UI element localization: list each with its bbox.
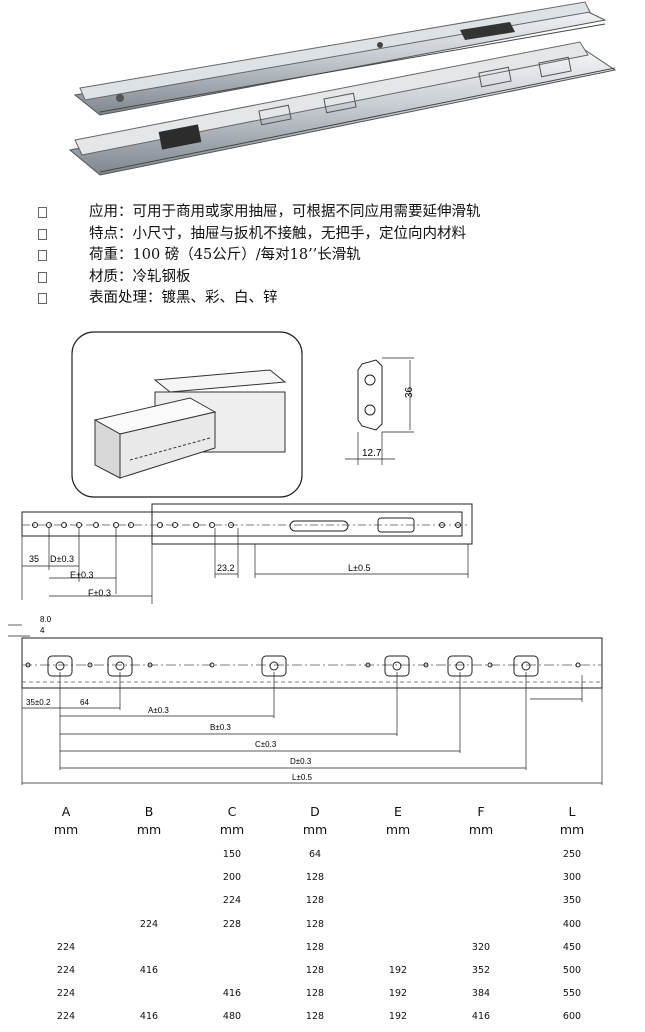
- table-cell: 192: [388, 988, 408, 1000]
- table-cell: 400: [562, 918, 582, 930]
- table-cell: 250: [562, 849, 582, 860]
- table-cell: 200: [222, 872, 242, 884]
- bullet-box-icon: [38, 250, 47, 261]
- table-cell: 128: [305, 918, 325, 930]
- table-cell: 224: [222, 895, 242, 907]
- table-cell: 128: [305, 872, 325, 884]
- spec-material: 材质：冷轧钢板: [38, 267, 628, 289]
- dim-f-label: F±0.3: [88, 588, 111, 598]
- table-cell: 224: [56, 988, 76, 1000]
- col-unit: mm: [136, 822, 162, 837]
- drawer-illustration: [71, 331, 303, 498]
- table-cell: 128: [305, 895, 325, 907]
- table-cell: 224: [56, 965, 76, 976]
- table-cell: 600: [562, 1011, 582, 1023]
- bracket-slots: [25, 655, 581, 677]
- dim-d2-label: D±0.3: [290, 757, 312, 766]
- table-cell: 384: [471, 988, 491, 1000]
- table-cell: 228: [222, 918, 242, 930]
- col-header: E: [394, 804, 402, 819]
- lower-slide-rail: [68, 41, 617, 176]
- col-header: L: [568, 804, 576, 819]
- table-cell: 500: [562, 965, 582, 976]
- col-unit: mm: [302, 822, 328, 837]
- table-cell: 150: [222, 849, 242, 860]
- dim-64-label: 64: [80, 698, 89, 707]
- col-unit: mm: [219, 822, 245, 837]
- dim-a-label: A±0.3: [148, 706, 169, 715]
- col-header: F: [477, 804, 485, 819]
- upper-slide-rail: [73, 1, 607, 116]
- dim-23-label: 23.2: [217, 563, 235, 573]
- col-unit: mm: [559, 822, 585, 837]
- dim-c-label: C±0.3: [255, 740, 277, 749]
- bullet-box-icon: [38, 293, 47, 304]
- spec-features: 特点：小尺寸，抽屉与扳机不接触，无把手，定位向内材料: [38, 224, 628, 246]
- table-cell: 550: [562, 988, 582, 1000]
- table-cell: 128: [305, 965, 325, 976]
- col-unit: mm: [385, 822, 411, 837]
- table-cell: 192: [388, 965, 408, 976]
- slide-bottom-view: 8.0 4 35±0.2 64 A±0.3 B±0.3 C±0.3 D±0.3 …: [8, 615, 603, 785]
- table-cell: 416: [471, 1011, 491, 1023]
- hole-row: [32, 522, 461, 528]
- col-unit: mm: [53, 822, 79, 837]
- table-cell: 450: [562, 941, 582, 953]
- bullet-box-icon: [38, 207, 47, 218]
- col-header: C: [227, 804, 237, 819]
- dim-35-label: 35: [29, 554, 39, 564]
- table-cell: 480: [222, 1011, 242, 1023]
- dim-l2-label: L±0.5: [292, 773, 313, 782]
- spec-finish: 表面处理：镀黑、彩、白、锌: [38, 288, 628, 310]
- table-cell: 416: [139, 1011, 159, 1023]
- table-cell: 192: [388, 1011, 408, 1023]
- table-cell: 128: [305, 988, 325, 1000]
- bullet-box-icon: [38, 271, 47, 283]
- table-cell: 320: [471, 941, 491, 953]
- table-cell: 300: [562, 872, 582, 884]
- col-header: B: [144, 804, 154, 819]
- dim-d-label: D±0.3: [50, 554, 74, 564]
- technical-drawings: 36 12.7 35 D±0.3 E±0.3 F±0.3 23.2 L±0.5: [8, 331, 603, 785]
- col-header: A: [61, 804, 71, 819]
- profile-section: 36 12.7: [345, 357, 415, 465]
- table-cell: 224: [56, 1011, 76, 1023]
- dim-b-label: B±0.3: [210, 723, 231, 732]
- col-header: D: [310, 804, 320, 819]
- spec-load: 荷重：100 磅（45公斤）/每对18’’长滑轨: [38, 245, 628, 267]
- spec-list: 应用：可用于商用或家用抽屉，可根据不同应用需要延伸滑轨 特点：小尺寸，抽屉与扳机…: [38, 202, 628, 310]
- table-cell: 224: [56, 941, 76, 953]
- table-cell: 416: [139, 965, 159, 976]
- bullet-box-icon: [38, 228, 47, 240]
- table-cell: 224: [139, 918, 159, 930]
- profile-height-label: 36: [404, 386, 415, 398]
- dim-35-02-label: 35±0.2: [26, 698, 51, 707]
- table-cell: 128: [305, 941, 325, 953]
- slide-product-photo: [68, 1, 617, 176]
- dim-8-label: 8.0: [40, 615, 52, 624]
- table-cell: 352: [471, 965, 491, 976]
- dim-4-label: 4: [40, 626, 45, 635]
- col-unit: mm: [468, 822, 494, 837]
- dim-e-label: E±0.3: [70, 570, 93, 580]
- dim-l-label: L±0.5: [348, 563, 370, 573]
- table-cell: 416: [222, 988, 242, 1000]
- spec-application: 应用：可用于商用或家用抽屉，可根据不同应用需要延伸滑轨: [38, 202, 628, 224]
- table-cell: 128: [305, 1011, 325, 1023]
- table-cell: 64: [308, 849, 322, 860]
- profile-width-label: 12.7: [362, 448, 382, 459]
- table-cell: 350: [562, 895, 582, 907]
- slide-top-view: 35 D±0.3 E±0.3 F±0.3 23.2 L±0.5: [21, 503, 473, 604]
